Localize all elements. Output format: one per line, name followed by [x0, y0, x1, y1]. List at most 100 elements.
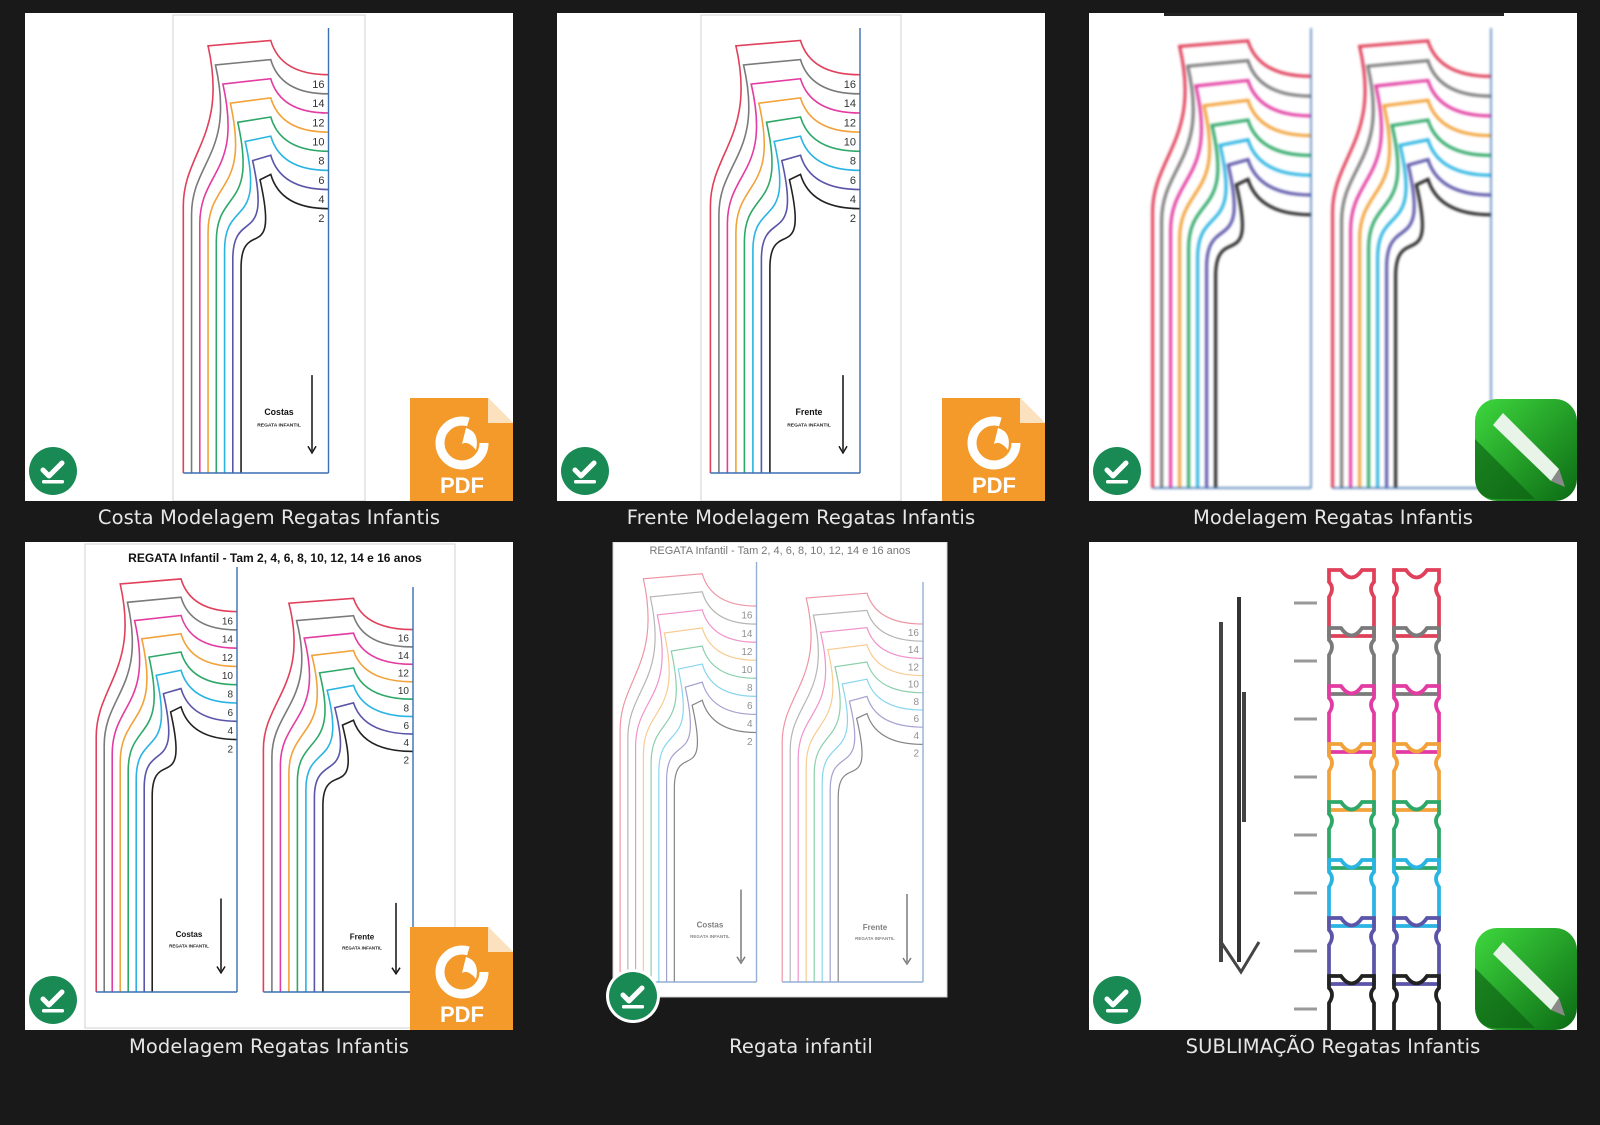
- size-outline-6: [223, 135, 329, 473]
- file-item[interactable]: Modelagem Regatas Infantis: [1089, 13, 1577, 543]
- grain-arrow-head: [736, 956, 746, 965]
- size-outline-6: [1376, 138, 1492, 488]
- size-outline-8: [650, 645, 757, 982]
- sync-check-icon: [29, 976, 77, 1024]
- size-label: 4: [850, 194, 856, 206]
- size-label: 16: [741, 611, 753, 622]
- size-label: 10: [312, 136, 324, 148]
- sheet-title: REGATA Infantil - Tam 2, 4, 6, 8, 10, 12…: [128, 551, 422, 565]
- sync-check-icon: [1093, 976, 1141, 1024]
- size-outline-16: [781, 592, 924, 982]
- page-sheet: [612, 542, 948, 998]
- thumbnail[interactable]: REGATA Infantil - Tam 2, 4, 6, 8, 10, 12…: [557, 542, 1045, 1030]
- size-label: 10: [844, 136, 856, 148]
- file-name[interactable]: Costa Modelagem Regatas Infantis: [97, 506, 441, 529]
- tank-top-icon: [1327, 626, 1376, 696]
- size-outline-2: [769, 173, 861, 473]
- size-outline-2: [673, 699, 757, 982]
- size-outline-10: [1178, 98, 1312, 488]
- size-outline-8: [296, 667, 414, 992]
- file-name[interactable]: SUBLIMAÇÃO Regatas Infantis: [1185, 1035, 1481, 1058]
- size-outline-10: [119, 632, 238, 992]
- pdf-badge-text: PDF: [972, 473, 1016, 498]
- size-outline-12: [726, 77, 861, 473]
- size-label: 12: [398, 669, 410, 680]
- file-item[interactable]: SUBLIMAÇÃO Regatas Infantis: [1089, 542, 1577, 1072]
- size-outline-4: [1385, 157, 1492, 488]
- file-item[interactable]: REGATA Infantil - Tam 2, 4, 6, 8, 10, 12…: [25, 542, 513, 1072]
- size-outline-12: [1169, 78, 1312, 488]
- size-outline-12: [279, 632, 414, 992]
- size-outline-12: [111, 614, 238, 992]
- file-name[interactable]: Modelagem Regatas Infantis: [128, 1035, 410, 1058]
- size-outline-12: [199, 77, 329, 473]
- piece-subtitle: REGATA INFANTIL: [169, 943, 209, 948]
- size-outline-16: [95, 578, 238, 992]
- piece-name: Frente: [863, 923, 888, 932]
- piece-subtitle: REGATA INFANTIL: [690, 934, 730, 939]
- size-outline-16: [1331, 39, 1492, 488]
- size-label: 8: [747, 683, 753, 694]
- image-editor-icon: [1475, 399, 1577, 501]
- size-outline-4: [1205, 157, 1312, 488]
- size-outline-2: [240, 173, 329, 473]
- pdf-file-icon: PDF: [410, 398, 513, 501]
- size-label: 12: [312, 117, 324, 129]
- size-outline-4: [666, 681, 757, 982]
- size-label: 8: [318, 156, 324, 168]
- pattern-preview: [1151, 13, 1504, 489]
- size-outline-16: [1151, 39, 1312, 488]
- tank-top-icon: [1392, 916, 1441, 986]
- size-label: 10: [741, 665, 753, 676]
- size-label: 16: [398, 634, 410, 645]
- piece-name: Frente: [350, 932, 375, 941]
- size-label: 10: [398, 686, 410, 697]
- file-name[interactable]: Frente Modelagem Regatas Infantis: [626, 506, 976, 529]
- tank-top-icon: [1392, 858, 1441, 928]
- size-label: 12: [741, 647, 753, 658]
- piece-subtitle: REGATA INFANTIL: [342, 945, 382, 950]
- size-outline-4: [760, 154, 861, 473]
- size-outline-8: [813, 661, 924, 982]
- size-outline-10: [735, 96, 861, 473]
- file-name[interactable]: Modelagem Regatas Infantis: [1192, 506, 1474, 529]
- size-outline-6: [658, 663, 757, 982]
- size-label: 2: [403, 756, 409, 767]
- size-outline-6: [821, 678, 924, 982]
- size-outline-4: [143, 687, 238, 992]
- sync-check-icon: [1093, 447, 1141, 495]
- pdf-badge-text: PDF: [440, 1002, 484, 1027]
- tank-top-icon: [1327, 858, 1376, 928]
- image-editor-icon: [1475, 928, 1577, 1030]
- size-label: 14: [398, 651, 410, 662]
- size-outline-8: [127, 651, 238, 992]
- size-outline-6: [1196, 138, 1312, 488]
- size-outline-10: [642, 627, 757, 982]
- tank-top-icon: [1327, 916, 1376, 986]
- sheet-title: REGATA Infantil - Tam 2, 4, 6, 8, 10, 12…: [649, 545, 911, 557]
- size-outline-4: [829, 695, 924, 982]
- file-name[interactable]: Regata infantil: [729, 1035, 873, 1058]
- piece-subtitle: REGATA INFANTIL: [257, 422, 301, 428]
- tank-top-icon: [1392, 974, 1441, 1030]
- file-item[interactable]: REGATA Infantil - Tam 2, 4, 6, 8, 10, 12…: [557, 542, 1045, 1072]
- arrow-head: [1219, 941, 1261, 975]
- size-outline-8: [1367, 118, 1492, 488]
- pattern-preview: REGATA Infantil - Tam 2, 4, 6, 8, 10, 12…: [84, 543, 456, 1029]
- sync-check-icon: [29, 447, 77, 495]
- size-label: 16: [908, 628, 920, 639]
- grain-arrow-head: [838, 445, 848, 455]
- size-label: 16: [222, 616, 234, 627]
- size-label: 14: [844, 98, 856, 110]
- size-label: 12: [222, 653, 234, 664]
- top-bar: [1164, 13, 1504, 16]
- size-outline-12: [1349, 78, 1492, 488]
- size-outline-16: [182, 39, 329, 473]
- sublimation-preview: [1219, 568, 1441, 1030]
- size-outline-6: [752, 135, 861, 473]
